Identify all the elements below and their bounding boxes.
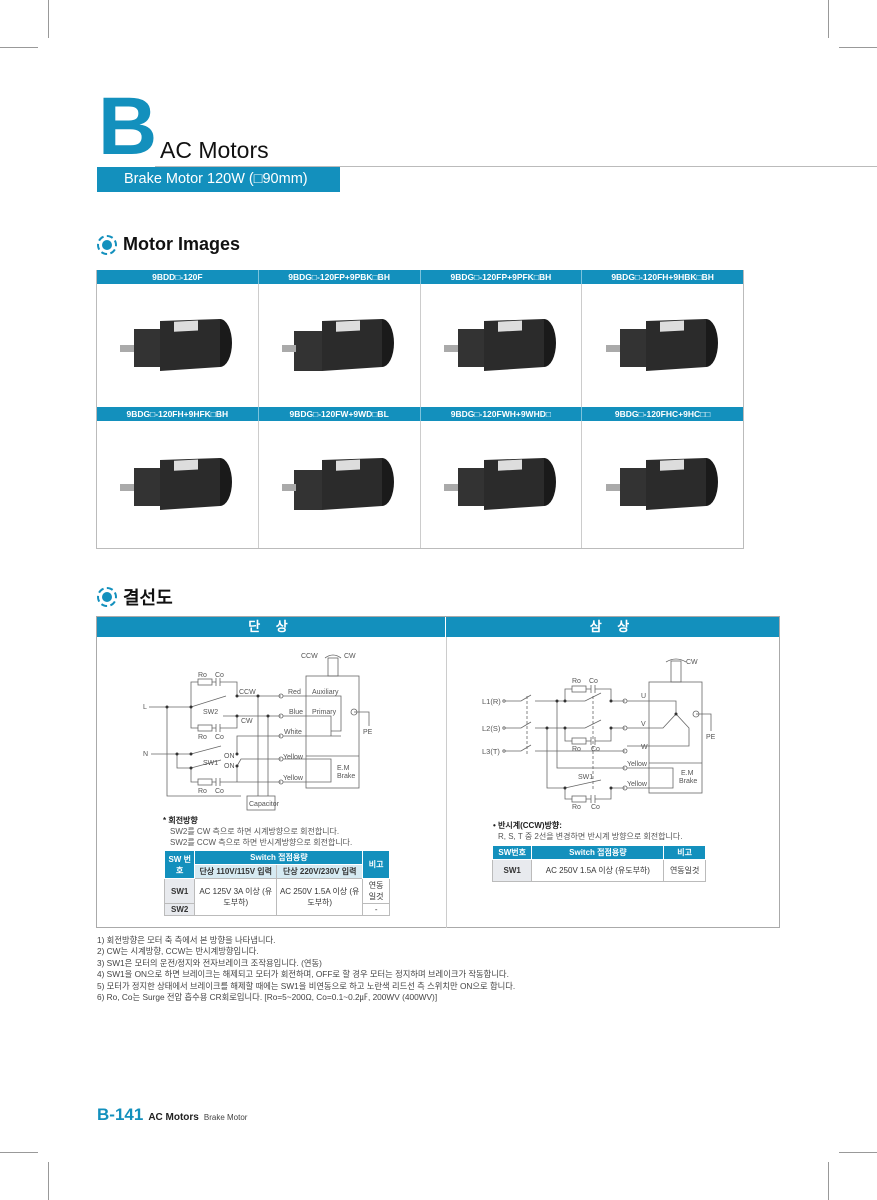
motor-image	[582, 421, 743, 548]
motor-photo	[443, 318, 556, 371]
svg-text:Ro: Ro	[198, 734, 207, 741]
svg-text:Ro: Ro	[198, 788, 207, 795]
svg-text:Brake: Brake	[679, 778, 697, 785]
model-label: 9BDG□-120FH+9HFK□BH	[97, 407, 259, 421]
svg-text:V: V	[641, 721, 646, 728]
svg-text:Yellow: Yellow	[283, 775, 304, 782]
three-phase-note: • 반시계(CCW)방향: R, S, T 중 2선을 변경하면 반시계 방향으…	[493, 821, 683, 841]
svg-text:Brake: Brake	[337, 773, 355, 780]
page-title: AC Motors	[160, 137, 269, 163]
model-label: 9BDG□-120FW+9WD□BL	[259, 407, 421, 421]
svg-text:U: U	[641, 693, 646, 700]
svg-text:W: W	[641, 744, 648, 751]
target-icon	[97, 234, 117, 255]
svg-text:Co: Co	[591, 804, 600, 811]
motor-photo	[605, 318, 718, 371]
svg-text:N: N	[143, 751, 148, 758]
svg-text:CW: CW	[241, 718, 253, 725]
wiring-heading: 결선도	[97, 584, 173, 610]
svg-text:Blue: Blue	[289, 709, 303, 716]
footer-section: AC Motors	[148, 1112, 199, 1123]
svg-text:PE: PE	[363, 729, 373, 736]
single-phase-note: * 회전방향 SW2를 CW 측으로 하면 시계방향으로 회전합니다. SW2를…	[163, 816, 353, 847]
l1-label: L1(R)	[482, 697, 501, 706]
svg-text:Ro: Ro	[198, 672, 207, 679]
motor-photo	[282, 318, 395, 371]
motor-image	[259, 421, 421, 548]
svg-text:E.M: E.M	[337, 765, 350, 772]
svg-text:Yellow: Yellow	[627, 781, 648, 788]
footnotes: 1) 회전방향은 모터 축 측에서 본 방향을 나타냅니다.2) CW는 시계방…	[97, 935, 516, 1003]
motor-images-heading: Motor Images	[97, 234, 240, 255]
svg-text:ON: ON	[224, 753, 235, 760]
motor-image	[97, 421, 259, 548]
section-letter: B	[98, 81, 158, 172]
svg-text:Auxiliary: Auxiliary	[312, 689, 339, 696]
l2-label: L2(S)	[482, 724, 501, 733]
svg-text:CCW: CCW	[239, 689, 256, 696]
svg-text:Ro: Ro	[572, 678, 581, 685]
svg-text:Ro: Ro	[572, 804, 581, 811]
three-phase-header: 삼 상	[589, 619, 636, 634]
motor-photo	[282, 457, 395, 510]
svg-text:SW2: SW2	[203, 709, 218, 716]
svg-text:Primary: Primary	[312, 709, 337, 716]
svg-text:PE: PE	[706, 734, 716, 741]
l3-label: L3(T)	[482, 747, 500, 756]
svg-text:CW: CW	[344, 653, 356, 660]
motor-photo	[120, 318, 233, 371]
motor-image	[421, 421, 583, 548]
motor-photo	[120, 457, 233, 510]
svg-text:Co: Co	[591, 746, 600, 753]
divider	[155, 166, 877, 167]
svg-text:L: L	[143, 704, 147, 711]
motor-photo	[605, 457, 718, 510]
svg-text:CW: CW	[686, 659, 698, 666]
svg-text:Co: Co	[215, 734, 224, 741]
svg-text:Ro: Ro	[572, 746, 581, 753]
motor-image	[259, 284, 421, 407]
svg-text:Capacitor: Capacitor	[249, 801, 280, 808]
product-subtitle: Brake Motor 120W (□90mm)	[97, 167, 340, 192]
model-label: 9BDG□-120FP+9PFK□BH	[421, 270, 583, 284]
model-label: 9BDG□-120FH+9HBK□BH	[611, 272, 714, 282]
model-label: 9BDG□-120FHC+9HC□□	[614, 409, 711, 419]
heading-text: 결선도	[123, 588, 173, 608]
page-footer: B-141 AC Motors Brake Motor	[97, 1105, 247, 1125]
svg-text:Yellow: Yellow	[627, 761, 648, 768]
svg-text:SW1: SW1	[578, 774, 593, 781]
footer-subsection: Brake Motor	[203, 1113, 248, 1122]
motor-image	[421, 284, 583, 407]
svg-text:SW1: SW1	[203, 760, 218, 767]
svg-text:White: White	[284, 729, 302, 736]
model-label: 9BDG□-120FWH+9WHD□	[421, 407, 583, 421]
model-label: 9BDD□-120F	[97, 270, 259, 284]
heading-text: Motor Images	[123, 234, 241, 254]
motor-photo	[443, 457, 556, 510]
single-phase-header: 단 상	[97, 617, 446, 637]
page-number: B-141	[97, 1105, 144, 1124]
svg-text:Co: Co	[589, 678, 598, 685]
svg-text:CCW: CCW	[301, 653, 318, 660]
target-icon	[97, 587, 117, 607]
model-label: 9BDG□-120FP+9PBK□BH	[259, 270, 421, 284]
svg-text:Co: Co	[215, 788, 224, 795]
motor-image	[97, 284, 259, 407]
svg-text:Yellow: Yellow	[283, 754, 304, 761]
svg-text:Red: Red	[288, 689, 301, 696]
svg-text:Co: Co	[215, 672, 224, 679]
motor-image	[582, 284, 743, 407]
svg-text:ON: ON	[224, 763, 235, 770]
svg-text:E.M: E.M	[681, 770, 694, 777]
